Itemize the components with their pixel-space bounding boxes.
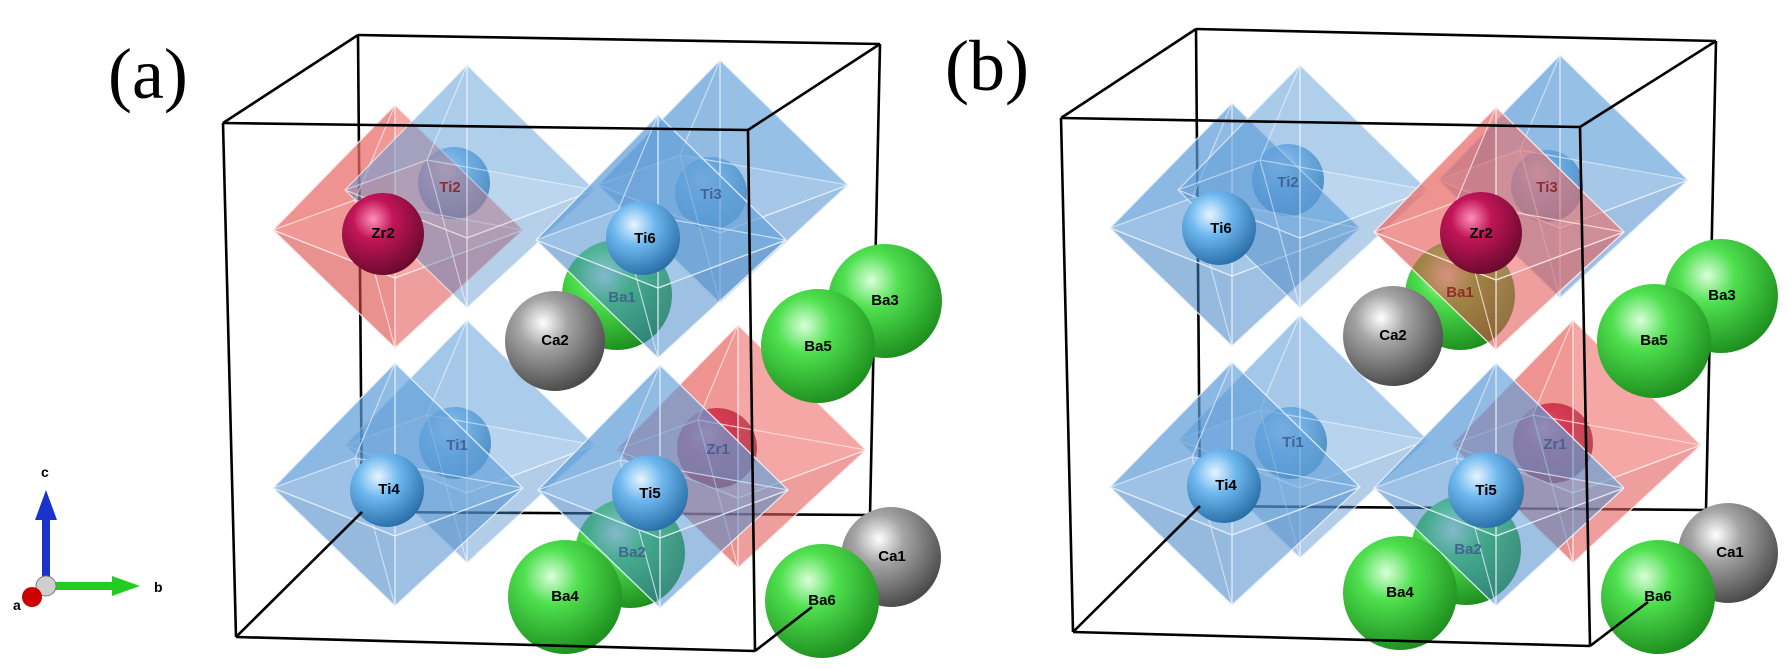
label-ti2: Ti2 bbox=[1277, 174, 1298, 191]
label-ca1: Ca1 bbox=[1716, 544, 1744, 561]
axes-indicator: c b a bbox=[13, 464, 163, 613]
atom-ti4 bbox=[1187, 449, 1261, 523]
label-ca1: Ca1 bbox=[878, 548, 906, 565]
label-ca2: Ca2 bbox=[1379, 327, 1407, 344]
panel-b-cell-front-edges bbox=[1059, 27, 1717, 648]
panel-a-label: (a) bbox=[108, 34, 188, 114]
axis-a-arrow-icon bbox=[22, 587, 42, 607]
panel-a: (a) Ti2 Ti3 Ba1 Ti1 Zr1 Ba2 Zr2 bbox=[108, 33, 942, 658]
label-ba5: Ba5 bbox=[804, 338, 832, 355]
axis-b-arrow-icon bbox=[112, 576, 140, 596]
label-ba3: Ba3 bbox=[1708, 287, 1736, 304]
label-ti4: Ti4 bbox=[1215, 477, 1237, 494]
label-zr1: Zr1 bbox=[1543, 436, 1566, 453]
atom-ti6 bbox=[606, 201, 680, 275]
atom-ba4 bbox=[1343, 536, 1457, 650]
axis-origin-icon bbox=[35, 575, 57, 597]
axis-a-label: a bbox=[13, 597, 21, 613]
label-zr2: Zr2 bbox=[1469, 225, 1492, 242]
label-ba6: Ba6 bbox=[808, 592, 836, 609]
atom-ba6 bbox=[1601, 540, 1715, 654]
label-zr2: Zr2 bbox=[371, 225, 394, 242]
atom-ca2 bbox=[505, 291, 605, 391]
axis-c-arrow-icon bbox=[35, 490, 57, 520]
atom-ti4 bbox=[350, 453, 424, 527]
panel-b: (b) Ti2 Ti3 Ba1 Ti1 Zr1 Ba2 Ti6 Zr2 Ca2 bbox=[945, 26, 1778, 654]
label-ca2: Ca2 bbox=[541, 332, 569, 349]
atom-ti5 bbox=[1448, 452, 1524, 528]
atom-ba5 bbox=[1597, 284, 1711, 398]
atom-ca2 bbox=[1343, 286, 1443, 386]
atom-ba6 bbox=[765, 544, 879, 658]
label-ba4: Ba4 bbox=[551, 588, 579, 605]
label-ba6: Ba6 bbox=[1644, 588, 1672, 605]
label-ti6: Ti6 bbox=[1210, 220, 1231, 237]
label-ti5: Ti5 bbox=[1475, 482, 1496, 499]
label-ba5: Ba5 bbox=[1640, 332, 1668, 349]
label-ti5: Ti5 bbox=[639, 485, 660, 502]
label-ti2: Ti2 bbox=[439, 179, 460, 196]
label-ba1: Ba1 bbox=[608, 289, 636, 306]
atom-zr2 bbox=[1440, 192, 1522, 274]
label-ba4: Ba4 bbox=[1386, 584, 1414, 601]
panel-a-cell-front-edges bbox=[221, 33, 881, 653]
label-ti3: Ti3 bbox=[700, 186, 721, 203]
label-ti6: Ti6 bbox=[634, 230, 655, 247]
label-ba2: Ba2 bbox=[618, 544, 646, 561]
atom-ba4 bbox=[508, 540, 622, 654]
label-ba1: Ba1 bbox=[1446, 284, 1474, 301]
atom-ba5 bbox=[761, 289, 875, 403]
atom-ti5 bbox=[612, 455, 688, 531]
axis-b-label: b bbox=[154, 579, 163, 595]
panel-b-label: (b) bbox=[945, 26, 1029, 106]
label-zr1: Zr1 bbox=[706, 441, 729, 458]
label-ba2: Ba2 bbox=[1454, 541, 1482, 558]
label-ba3: Ba3 bbox=[871, 292, 899, 309]
atom-zr2 bbox=[342, 193, 424, 275]
atom-ti6 bbox=[1182, 191, 1256, 265]
axis-c-label: c bbox=[41, 464, 49, 480]
label-ti1: Ti1 bbox=[1282, 434, 1303, 451]
label-ti4: Ti4 bbox=[378, 481, 400, 498]
label-ti1: Ti1 bbox=[446, 437, 467, 454]
label-ti3: Ti3 bbox=[1536, 179, 1557, 196]
